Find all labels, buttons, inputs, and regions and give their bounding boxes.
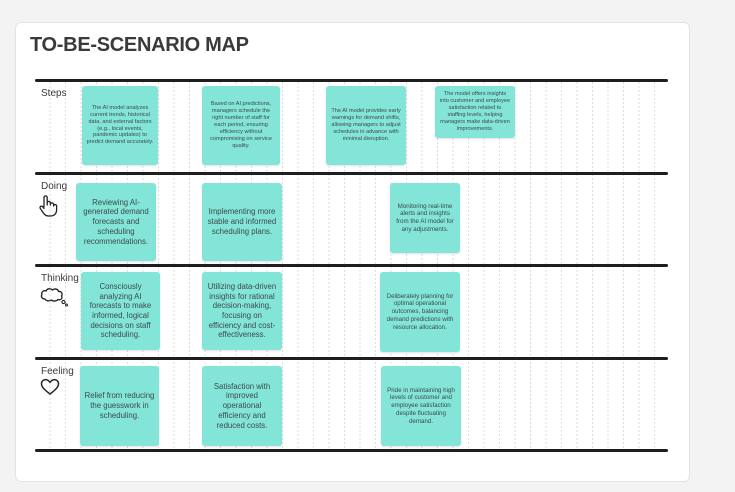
thought-bubble-icon xyxy=(40,288,68,307)
heart-icon xyxy=(40,378,60,395)
row-label-thinking: Thinking xyxy=(41,273,79,284)
sticky-note[interactable]: Satisfaction with improved operational e… xyxy=(202,366,282,446)
sticky-note[interactable]: Relief from reducing the guesswork in sc… xyxy=(80,366,159,446)
hand-pointer-icon xyxy=(39,195,58,217)
sticky-note[interactable]: Pride in maintaining high levels of cust… xyxy=(381,366,461,446)
sticky-note[interactable]: Utilizing data-driven insights for ratio… xyxy=(202,272,282,350)
sticky-note[interactable]: The AI model analyzes current trends, hi… xyxy=(82,86,158,165)
sticky-note[interactable]: Implementing more stable and informed sc… xyxy=(202,183,282,261)
row-label-steps: Steps xyxy=(41,88,67,99)
row-label-feeling: Feeling xyxy=(41,366,74,377)
sticky-note[interactable]: Monitoring real-time alerts and insights… xyxy=(390,183,460,253)
page-title: TO-BE-SCENARIO MAP xyxy=(30,34,249,56)
sticky-note[interactable]: Based on AI predictions, managers schedu… xyxy=(202,86,280,165)
sticky-note[interactable]: The model offers insights into customer … xyxy=(435,86,515,138)
sticky-note[interactable]: Deliberately planning for optimal operat… xyxy=(380,272,460,352)
lane-divider xyxy=(35,79,668,82)
lane-divider xyxy=(35,172,668,175)
sticky-note[interactable]: Consciously analyzing AI forecasts to ma… xyxy=(81,272,160,350)
sticky-note[interactable]: Reviewing AI-generated demand forecasts … xyxy=(76,183,156,261)
lane-divider xyxy=(35,264,668,267)
lane-divider xyxy=(35,357,668,360)
lane-divider xyxy=(35,449,668,452)
row-label-doing: Doing xyxy=(41,181,68,192)
sticky-note[interactable]: The AI model provides early warnings for… xyxy=(326,86,406,165)
